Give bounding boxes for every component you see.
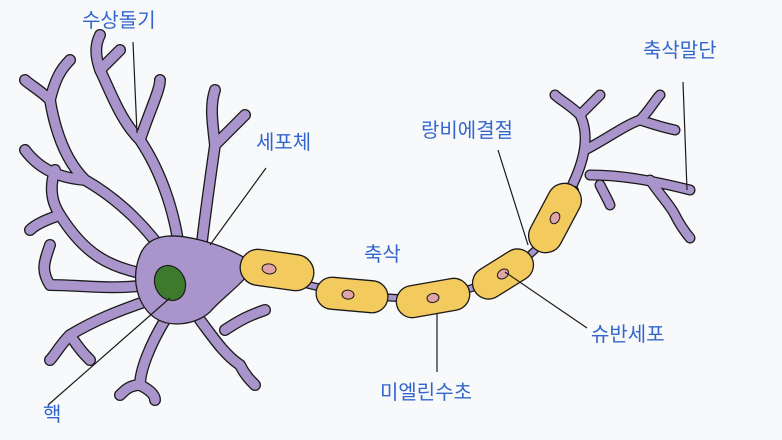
leader-ranvier — [497, 149, 529, 246]
myelin-segment — [315, 276, 389, 314]
leader-lines — [47, 41, 688, 406]
myelin-segments — [239, 182, 583, 319]
myelin-segment — [527, 182, 583, 254]
label-nucleus: 핵 — [43, 402, 62, 426]
soma-shape — [135, 235, 249, 325]
label-axon-terminal: 축삭말단 — [643, 38, 717, 62]
myelin-segment — [395, 277, 471, 319]
label-dendrite: 수상돌기 — [82, 8, 156, 32]
leader-nucleus — [47, 297, 171, 406]
myelin-segment — [471, 248, 535, 300]
label-myelin-sheath: 미엘린수초 — [380, 380, 472, 404]
leader-schwann — [504, 271, 588, 329]
axon-terminal-fill — [550, 90, 695, 243]
dendrites-fill — [20, 30, 270, 405]
label-node-of-ranvier: 랑비에결절 — [421, 118, 513, 142]
label-axon: 축삭 — [364, 242, 401, 266]
leader-soma — [209, 167, 267, 246]
leader-dendrite — [132, 41, 138, 134]
label-soma: 세포체 — [256, 130, 312, 154]
leader-terminal — [682, 81, 688, 191]
nucleus-shape — [153, 264, 187, 302]
myelin-segment — [239, 248, 315, 292]
label-schwann-cell: 슈반세포 — [591, 322, 665, 346]
